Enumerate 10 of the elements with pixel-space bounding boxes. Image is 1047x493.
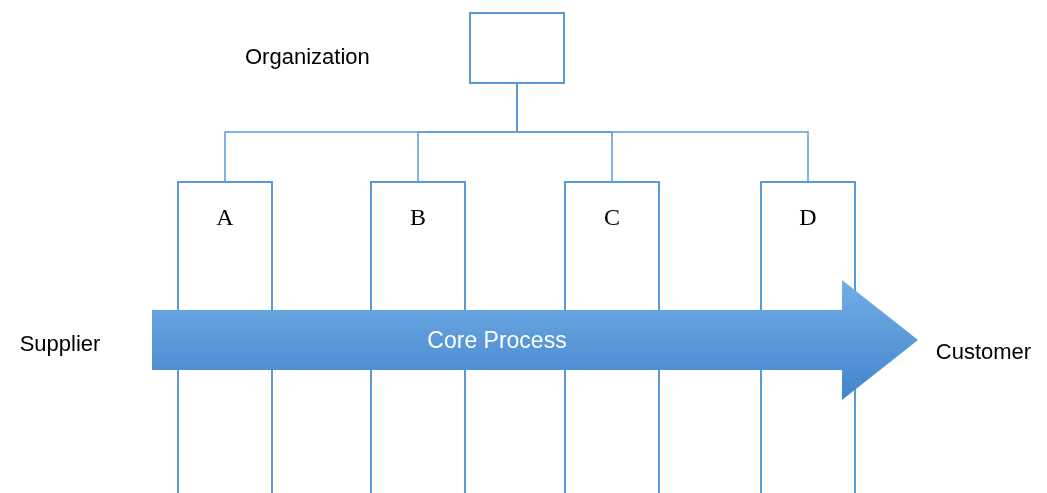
arrow-label: Core Process <box>427 325 567 355</box>
column-label: B <box>410 203 426 232</box>
endpoint-label: Supplier <box>19 329 101 358</box>
column-label: C <box>604 203 620 232</box>
endpoint-label: Customer <box>935 337 1032 366</box>
process-arrow <box>152 280 918 400</box>
org-box <box>469 12 565 84</box>
org-label: Organization <box>245 43 370 71</box>
column-label: D <box>799 203 817 232</box>
column-label: A <box>216 203 234 232</box>
